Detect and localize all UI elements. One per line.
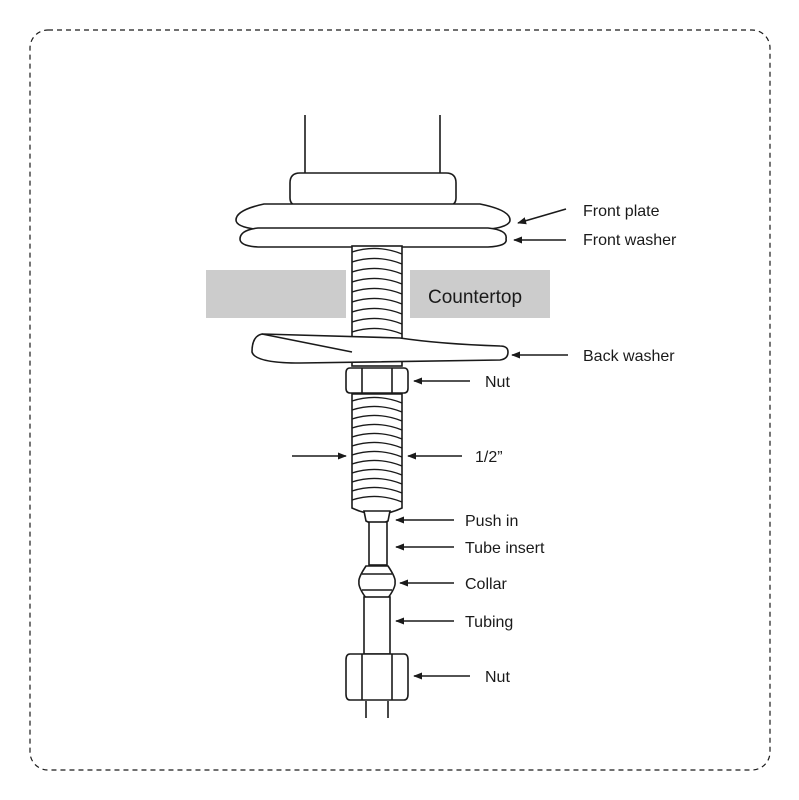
countertop-left-block	[206, 270, 346, 318]
faucet-collar	[289, 172, 457, 207]
back-washer	[251, 333, 509, 364]
tubing	[363, 596, 391, 655]
collar-label: Collar	[465, 576, 507, 593]
front-washer	[239, 227, 507, 248]
countertop: Countertop	[206, 270, 550, 318]
lower-nut-label: Nut	[485, 669, 510, 686]
front-plate-arrow	[517, 208, 567, 225]
front-plate-label: Front plate	[583, 203, 660, 220]
upper-nut-label: Nut	[485, 374, 510, 391]
thread-size-label: 1/2”	[475, 449, 503, 466]
push-in-label: Push in	[465, 513, 518, 530]
collar	[358, 565, 396, 599]
lower-nut	[345, 653, 409, 701]
upper-nut	[345, 367, 409, 394]
countertop-right-block	[410, 270, 550, 318]
tube-insert	[368, 521, 388, 566]
dashed-frame	[29, 29, 771, 771]
lower-thread	[351, 393, 403, 515]
faucet-spout	[289, 115, 457, 207]
tube-insert-label: Tube insert	[465, 540, 545, 557]
tubing-label: Tubing	[465, 614, 513, 631]
back-washer-label: Back washer	[583, 348, 675, 365]
front-washer-label: Front washer	[583, 232, 677, 249]
countertop-label: Countertop	[428, 287, 522, 308]
front-plate	[235, 203, 511, 231]
